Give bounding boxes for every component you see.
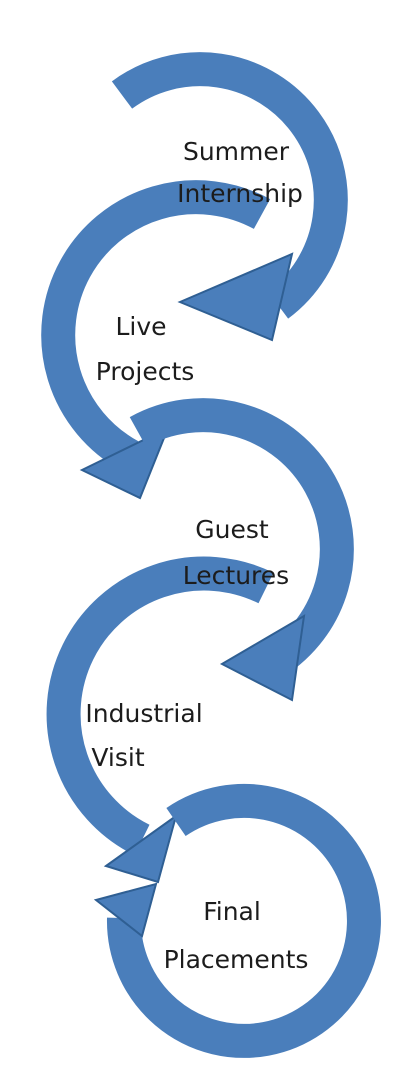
circular-arrow-1 <box>111 52 348 342</box>
step-2-line-2: Projects <box>96 357 195 386</box>
step-4-line-2: Visit <box>91 743 144 772</box>
step-label-final-placements: Final Placements <box>164 897 309 974</box>
step-2-line-1: Live <box>115 312 166 341</box>
circular-arrow-5 <box>93 783 381 1058</box>
step-1-line-2: Internship <box>177 179 303 208</box>
step-3-line-1: Guest <box>195 515 269 544</box>
circular-arrow-2 <box>41 180 271 500</box>
step-5-line-2: Placements <box>164 945 309 974</box>
circular-arrow-4 <box>46 556 274 884</box>
step-3-line-2: Lectures <box>183 561 289 590</box>
step-label-guest-lectures: Guest Lectures <box>183 515 289 590</box>
step-5-line-1: Final <box>203 897 261 926</box>
step-4-line-1: Industrial <box>85 699 202 728</box>
step-label-industrial-visit: Industrial Visit <box>85 699 210 772</box>
circular-arrow-3 <box>129 398 354 702</box>
step-1-line-1: Summer <box>183 137 290 166</box>
step-label-live-projects: Live Projects <box>96 312 195 386</box>
step-label-summer-internship: Summer Internship <box>177 137 303 208</box>
